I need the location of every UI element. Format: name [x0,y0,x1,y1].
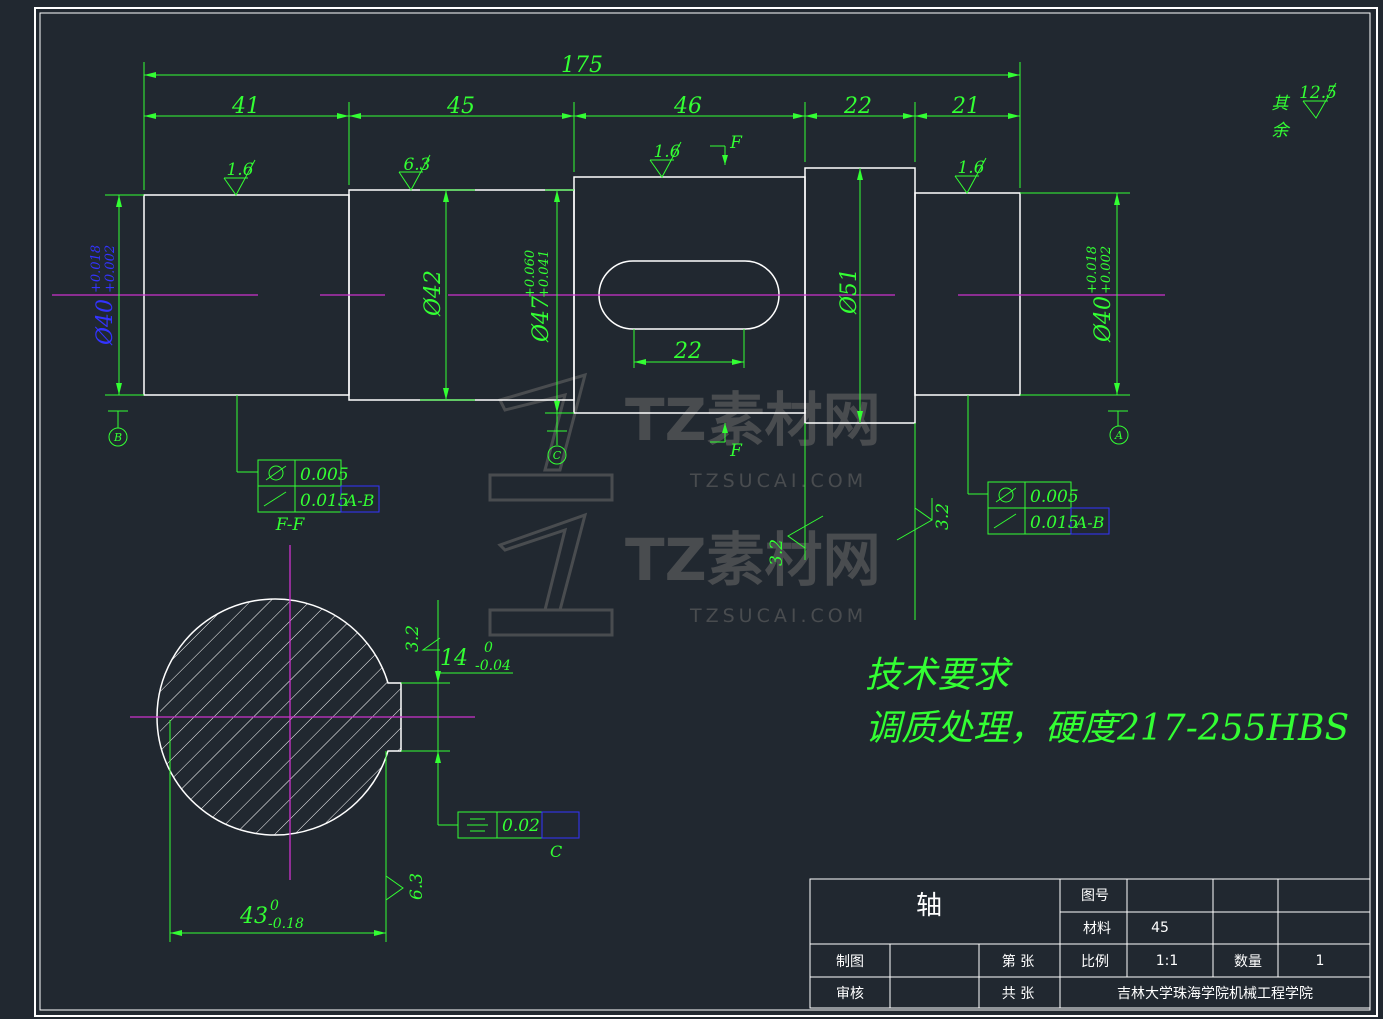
svg-text:+0.060: +0.060 [523,250,538,298]
svg-text:Ø51: Ø51 [837,268,862,315]
dim-key-width: 14 [440,646,468,671]
roughness-1: 1.6 [226,160,253,180]
other-label-2: 余 [1272,121,1291,141]
roughness-4: 1.6 [957,158,984,178]
section-dims [169,600,513,942]
watermark-logo: TZ素材网 [625,386,881,454]
tol-left-total: 0.015 [300,491,349,511]
roughness-5-label: 3.2 [933,503,953,530]
datum-b: B [113,431,122,444]
tol-right-datum: A-B [1074,513,1105,532]
svg-text:Ø42: Ø42 [421,270,446,317]
tolerance-frame-symmetry: 0.02 C [457,811,580,861]
dia-left-label: Ø40 +0.018 +0.002 [89,245,118,346]
section-mark-top: F [729,133,743,153]
svg-text:+0.018: +0.018 [89,245,104,293]
dia-51-label: Ø51 [837,268,862,315]
roughness-7-label: 3.2 [403,625,423,652]
svg-text:3.2: 3.2 [933,503,953,530]
dim-seg4: 22 [843,94,872,119]
dimension-lines [105,62,1130,620]
other-label-1: 其 [1272,94,1291,114]
tech-text: 调质处理，硬度217-255HBS [865,708,1349,749]
tb-qty-value: 1 [1316,953,1325,969]
tb-part-name: 轴 [916,891,942,921]
dia-42-label: Ø42 [421,270,446,317]
dia-right-label: Ø40 +0.018 +0.002 [1085,246,1116,343]
tol-right-total: 0.015 [1030,513,1079,533]
outer-frame [34,7,1378,1017]
dim-key-depth: 43 [239,904,268,929]
tb-drawn-label: 制图 [836,954,864,970]
roughness-6-label: 3.2 [767,539,787,566]
section-arrows [170,671,441,936]
tolerance-frame-right: 0.005 0.015 A-B [987,481,1110,535]
dim-keyway-len: 22 [673,339,702,364]
section-mark-bottom: F [729,441,743,461]
watermark: TZ素材网 TZSUCAI.COM TZ素材网 TZSUCAI.COM [488,372,881,637]
tb-material-value: 45 [1151,920,1169,936]
inner-frame [39,12,1371,1011]
svg-text:Ø47: Ø47 [529,296,554,343]
watermark-logo-2: TZ素材网 [625,526,881,594]
section-view [130,545,475,880]
svg-text:6.3: 6.3 [407,873,427,900]
svg-text:+0.041: +0.041 [537,250,552,298]
dim-key-depth-up: 0 [270,898,279,914]
title-block [809,878,1371,1009]
tb-scale-value: 1:1 [1156,953,1179,969]
tb-drawing-no-label: 图号 [1081,888,1109,904]
dim-seg1: 41 [231,94,260,119]
dim-key-width-low: -0.04 [475,658,511,674]
svg-text:+0.002: +0.002 [103,245,118,293]
datum-a: A [1114,429,1123,442]
dim-overall: 175 [561,53,603,78]
tb-total-label: 共 张 [1002,986,1034,1002]
svg-text:Ø40: Ø40 [1091,296,1116,343]
roughness-2: 6.3 [403,155,430,175]
roughness-8-label: 6.3 [407,873,427,900]
svg-text:3.2: 3.2 [403,625,423,652]
watermark-url: TZSUCAI.COM [689,470,867,492]
tb-check-label: 审核 [836,986,864,1002]
tol-symmetry-datum: C [550,842,562,861]
svg-text:+0.002: +0.002 [1099,246,1114,294]
dim-seg5: 21 [951,94,980,119]
tb-school: 吉林大学珠海学院机械工程学院 [1117,986,1313,1002]
tolerance-frame-left: 0.005 0.015 A-B [257,459,380,513]
arrowheads [116,72,1120,433]
tb-scale-label: 比例 [1081,954,1109,970]
datum-symbols [108,410,1129,465]
tol-left-runout: 0.005 [300,465,349,485]
svg-text:3.2: 3.2 [767,539,787,566]
tol-left-datum: A-B [344,491,375,510]
dim-seg3: 46 [673,94,702,119]
svg-text:Ø40: Ø40 [93,299,118,346]
datum-c: C [553,449,562,462]
tol-symmetry: 0.02 [502,816,540,836]
tb-sheet-label: 第 张 [1002,953,1034,970]
watermark-url-2: TZSUCAI.COM [689,605,867,627]
roughness-symbols [223,82,1337,901]
tech-title: 技术要求 [865,655,1013,696]
tol-right-runout: 0.005 [1030,487,1079,507]
section-label: F-F [275,515,306,535]
dim-key-depth-low: -0.18 [268,916,304,932]
tb-qty-label: 数量 [1234,954,1262,970]
roughness-other: 12.5 [1299,83,1337,103]
svg-text:+0.018: +0.018 [1085,246,1100,294]
dim-key-width-up: 0 [484,640,493,656]
dia-47-label: Ø47 +0.060 +0.041 [523,250,554,343]
roughness-3: 1.6 [653,142,680,162]
dim-seg2: 45 [446,94,475,119]
tb-material-label: 材料 [1083,921,1111,937]
